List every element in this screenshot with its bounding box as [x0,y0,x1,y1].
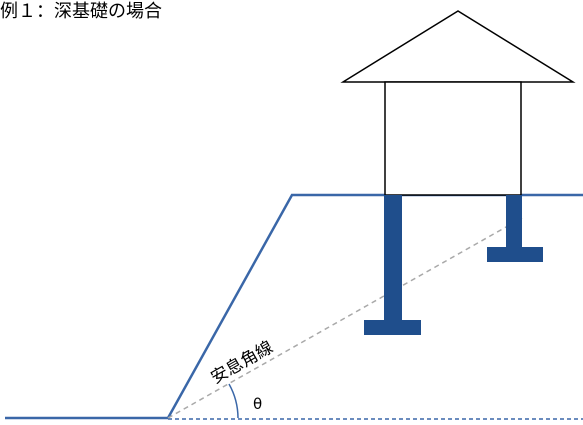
diagram-title: 例１：深基礎の場合 [0,1,162,22]
ground-profile-line [5,193,583,420]
foundation-pile-right [506,195,522,249]
angle-arc [228,383,239,419]
house-roof [340,10,576,83]
foundation-footing-right [487,247,543,262]
house-body [384,81,522,196]
foundation-footing-left [364,320,421,335]
angle-label: θ [253,395,262,413]
angle-of-repose-line [167,217,523,419]
foundation-pile-left [384,195,402,322]
